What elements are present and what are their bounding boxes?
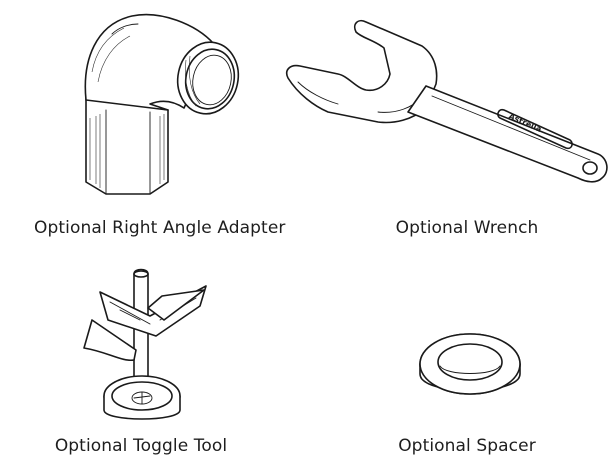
spacer-item: Optional Spacer: [308, 250, 616, 459]
toggle-tool-item: Optional Toggle Tool: [0, 250, 308, 459]
spacer-icon: [419, 333, 521, 395]
right-angle-adapter-icon: [84, 13, 240, 195]
wrench-icon: Astrella: [285, 19, 608, 183]
right-angle-adapter-caption: Optional Right Angle Adapter: [34, 218, 286, 238]
toggle-tool-icon: [83, 268, 207, 420]
spacer-caption: Optional Spacer: [398, 436, 536, 456]
wrench-item: Astrella Optional Wrench: [285, 0, 616, 250]
toggle-tool-caption: Optional Toggle Tool: [54, 436, 228, 456]
right-angle-adapter-item: Optional Right Angle Adapter: [0, 0, 308, 250]
wrench-caption: Optional Wrench: [395, 218, 539, 238]
